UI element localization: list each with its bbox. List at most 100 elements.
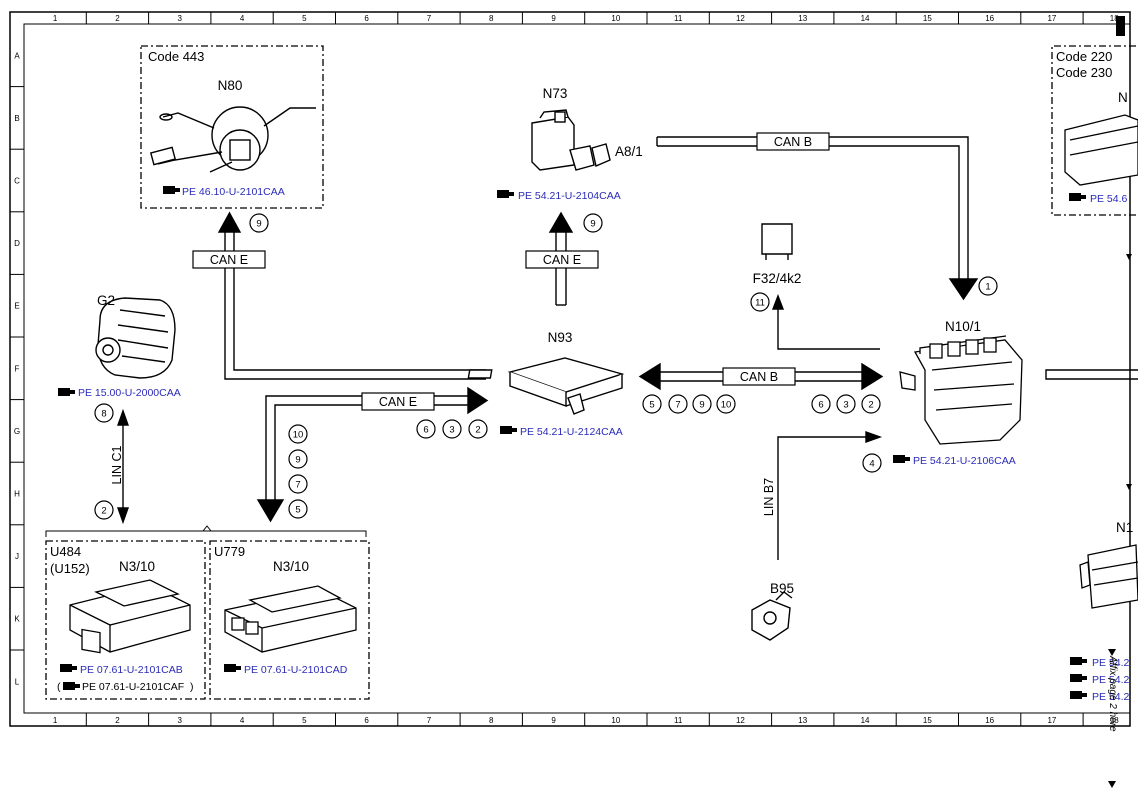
grid-col-label-18: 18 [1110,14,1119,23]
svg-text:10: 10 [293,430,304,441]
right-bottom-ref-3: PE 54.2 [1092,691,1130,703]
grid-row-label-F: F [15,364,20,373]
drawing-frame [9,11,1131,727]
grid-col-label-bottom-15: 15 [923,716,932,725]
brace-tip [202,525,212,532]
grid-col-label-9: 9 [551,14,556,23]
n93-ref-icon [500,426,517,434]
can-e-n93-arrow [467,386,489,415]
grid-col-label-15: 15 [923,14,932,23]
u484-code: U484 [50,544,81,559]
f32-feed-line [777,309,880,350]
grid-col-label-12: 12 [736,14,745,23]
svg-text:5: 5 [649,400,654,411]
svg-text:9: 9 [699,400,704,411]
svg-text:4: 4 [869,459,874,470]
grid-col-label-bottom-4: 4 [240,716,245,725]
grid-col-label-4: 4 [240,14,245,23]
f32-label: F32/4k2 [753,271,802,286]
svg-text:10: 10 [721,400,732,411]
marker-n93-right-9: 9 [692,394,712,414]
grid-col-label-2: 2 [115,14,120,23]
marker-f32-11: 11 [750,292,770,312]
u779-ref: PE 07.61-U-2101CAD [244,664,348,676]
marker-n10-lin-4: 4 [862,453,882,473]
svg-text:7: 7 [295,480,300,491]
n80-label: N80 [218,78,243,93]
svg-text:11: 11 [755,298,765,309]
g2-ref-icon [58,388,75,396]
marker-n93-left-3: 3 [442,419,462,439]
right-mid-connector-icon [1079,544,1138,609]
u779-engine-control-unit-icon [224,585,357,653]
marker-u779-9: 9 [288,449,308,469]
right-mid-label: N1 [1116,520,1133,535]
svg-text:3: 3 [449,425,454,436]
n10-label: N10/1 [945,319,981,334]
marker-u779-5: 5 [288,499,308,519]
lin-c1-arrow-down [117,507,129,525]
n73-label: N73 [543,86,568,101]
n73-ref-icon [497,190,514,198]
lin-c1-arrow-up [117,408,129,426]
u779-code: U779 [214,544,245,559]
g2-label: G2 [97,293,115,308]
n73-sub-label: A8/1 [615,144,643,159]
n93-label: N93 [548,330,573,345]
svg-text:9: 9 [256,219,261,230]
grid-col-label-bottom-2: 2 [115,716,120,725]
grid-col-label-14: 14 [861,14,870,23]
marker-n80-9: 9 [249,213,269,233]
f32-feed-arrow [771,294,785,310]
grid-col-label-6: 6 [364,14,369,23]
lin-b7-label: LIN B7 [762,478,776,516]
can-b-mid-arrow-left [638,362,661,391]
svg-text:2: 2 [868,400,873,411]
grid-row-label-D: D [14,239,20,248]
marker-n10-left-2: 2 [861,394,881,414]
lower-modules-brace [45,530,367,537]
right-bottom-ref-icon-3 [1070,691,1087,699]
grid-row-label-J: J [15,552,19,561]
u484-ref: PE 07.61-U-2101CAB [80,664,183,676]
can-e-u779-label: CAN E [379,395,417,409]
marker-n93-left-2: 2 [468,419,488,439]
svg-text:2: 2 [475,425,480,436]
n80-box [140,45,324,209]
f32-fuse-relay-icon [761,223,793,260]
grid-col-label-bottom-11: 11 [674,716,683,725]
g2-ref: PE 15.00-U-2000CAA [78,387,181,399]
g2-alternator-icon [95,297,176,379]
can-e-n73-arrow [548,211,574,233]
u484-code-2: (U152) [50,561,90,576]
svg-text:8: 8 [101,409,106,420]
can-e-left-line [233,232,486,371]
svg-text:6: 6 [423,425,428,436]
u484-ref2-close: ) [190,681,194,693]
can-b-top-line [657,136,969,279]
lin-b7-line [777,436,866,560]
grid-col-label-3: 3 [178,14,183,23]
right-top-ref: PE 54.6 [1090,193,1128,205]
grid-col-label-bottom-8: 8 [489,716,494,725]
grid-col-label-bottom-5: 5 [302,716,307,725]
u484-ref2-icon [63,682,80,690]
right-bottom-ref-icon-2 [1070,674,1087,682]
u779-label: N3/10 [273,559,309,574]
u484-box [45,540,206,700]
grid-col-label-16: 16 [985,14,994,23]
lin-c1-label: LIN C1 [110,446,124,485]
n73-ignition-switch-icon [531,109,611,171]
module-boxes [45,45,1136,700]
marker-u779-7: 7 [288,474,308,494]
bus-labels: CAN E CAN E CAN E CAN B CAN B LIN C1 LIN… [110,132,830,516]
svg-text:3: 3 [843,400,848,411]
grid-row-label-H: H [14,490,20,499]
can-b-mid-label: CAN B [740,370,778,384]
edge-marks [1108,16,1132,788]
marker-n10-in-1: 1 [978,276,998,296]
grid-col-label-13: 13 [798,14,807,23]
